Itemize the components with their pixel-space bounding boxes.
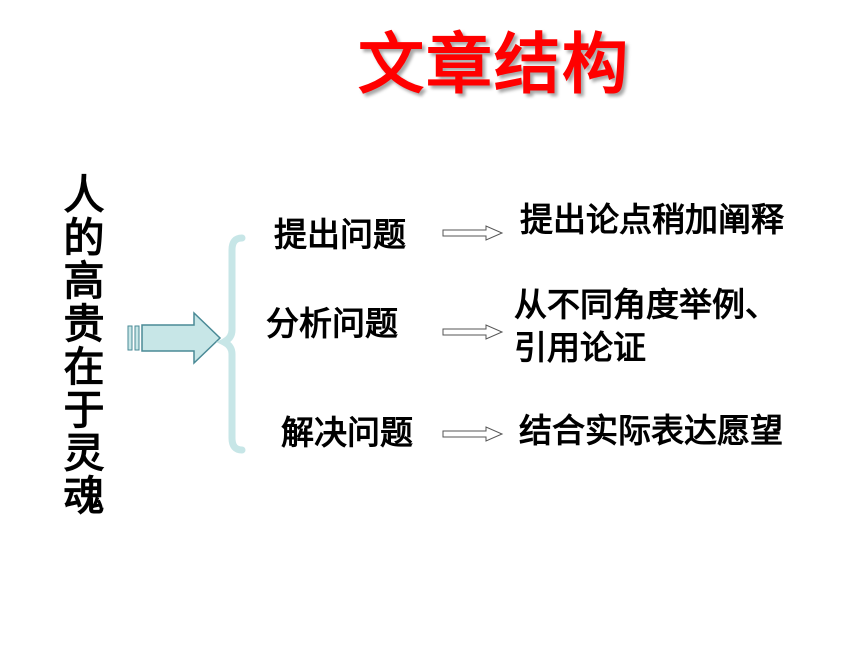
slide-title: 文章结构 (358, 26, 630, 103)
row-2-content-line-2: 引用论证 (514, 328, 646, 367)
row-2-label: 分析问题 (266, 304, 398, 343)
row-1-content: 提出论点稍加阐释 (520, 200, 784, 239)
arrow-row-3-icon (442, 426, 504, 442)
left-brace (216, 234, 246, 454)
arrow-row-2-icon (442, 324, 504, 340)
arrow-row-1-icon (442, 225, 504, 241)
row-2-content-line-1: 从不同角度举例、 (514, 285, 778, 324)
row-3-label: 解决问题 (281, 413, 413, 452)
thesis-vertical-text: 人的高贵在于灵魂 (63, 171, 105, 520)
main-arrow-icon (127, 311, 222, 365)
row-1-label: 提出问题 (274, 215, 406, 254)
row-3-content: 结合实际表达愿望 (519, 411, 783, 450)
